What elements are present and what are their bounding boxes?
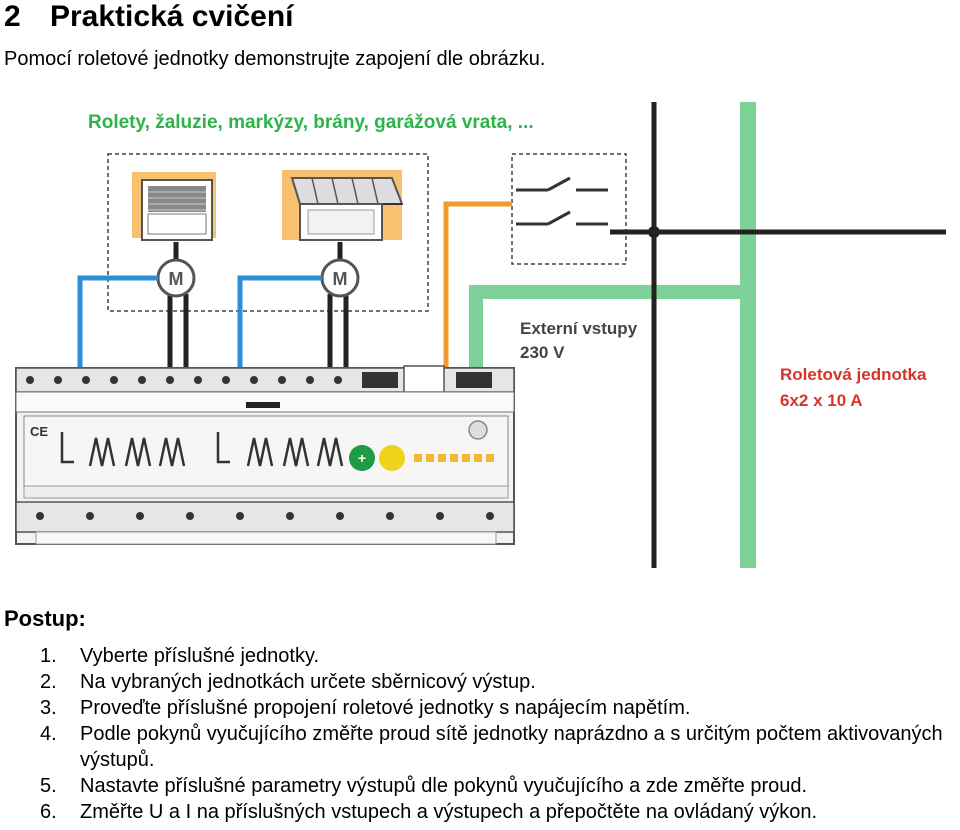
list-item: 3. Proveďte příslušné propojení roletové … bbox=[0, 695, 958, 721]
green-wires bbox=[469, 102, 756, 568]
motor-wires bbox=[167, 242, 349, 368]
procedure-heading: Postup: bbox=[4, 606, 86, 631]
yellow-button bbox=[379, 445, 405, 471]
roller-shutter-icon bbox=[132, 172, 216, 241]
section-number: 2 bbox=[4, 0, 21, 33]
green-button bbox=[349, 445, 375, 471]
motor-1-label: M bbox=[169, 269, 184, 289]
svg-text:+: + bbox=[358, 450, 366, 466]
ext-inputs-label-2: 230 V bbox=[520, 343, 565, 362]
procedure-list: 1. Vyberte příslušné jednotky. 2. Na vybra… bbox=[0, 643, 958, 825]
bus-lines bbox=[610, 102, 946, 568]
ext-inputs-label-1: Externí vstupy bbox=[520, 319, 638, 338]
step-number: 2. bbox=[40, 671, 57, 693]
step-number: 6. bbox=[40, 801, 57, 823]
awning-icon bbox=[282, 170, 404, 241]
list-item: 6. Změřte U a I na příslušných vstupech a… bbox=[0, 799, 958, 825]
roller-unit-device: CE + bbox=[15, 365, 515, 545]
switch-icon bbox=[516, 176, 608, 226]
step-text: Na vybraných jednotkách určete sběrnicov… bbox=[80, 671, 536, 693]
blue-wires bbox=[77, 275, 322, 368]
step-number: 3. bbox=[40, 697, 57, 719]
list-item: 2. Na vybraných jednotkách určete sběrnic… bbox=[0, 669, 958, 695]
motor-2-icon: M bbox=[320, 258, 360, 298]
junction-dot bbox=[648, 226, 660, 238]
step-text: Změřte U a I na příslušných vstupech a v… bbox=[80, 801, 818, 823]
devices-label: Rolety, žaluzie, markýzy, brány, garážov… bbox=[88, 112, 534, 133]
step-number: 5. bbox=[40, 775, 57, 797]
step-text: Nastavte příslušné parametry výstupů dle… bbox=[80, 775, 808, 797]
unit-label-1: Roletová jednotka bbox=[780, 365, 927, 384]
list-item: 1. Vyberte příslušné jednotky. bbox=[0, 643, 958, 669]
motor-1-icon: M bbox=[156, 258, 196, 298]
shutter-group-box bbox=[107, 153, 429, 312]
step-number: 4. bbox=[40, 723, 57, 745]
switch-box bbox=[511, 153, 627, 265]
step-text: Proveďte příslušné propojení roletové je… bbox=[80, 697, 691, 719]
step-number: 1. bbox=[40, 645, 57, 667]
list-item: 5. Nastavte příslušné parametry výstupů d… bbox=[0, 773, 958, 799]
unit-label-2: 6x2 x 10 A bbox=[780, 391, 863, 410]
ce-mark: CE bbox=[30, 424, 48, 439]
step-text: Vyberte příslušné jednotky. bbox=[80, 645, 320, 667]
wiring-diagram: Rolety, žaluzie, markýzy, brány, garážov… bbox=[15, 102, 946, 568]
intro-text: Pomocí roletové jednotky demonstrujte za… bbox=[4, 48, 546, 70]
section-heading: 2 Praktická cvičení bbox=[4, 0, 294, 34]
section-title: Praktická cvičení bbox=[50, 0, 294, 33]
step-text: Podle pokynů vyučujícího změřte proud sí… bbox=[80, 723, 943, 771]
list-item: 4. Podle pokynů vyučujícího změřte proud … bbox=[0, 721, 958, 773]
motor-2-label: M bbox=[333, 269, 348, 289]
orange-wire bbox=[443, 201, 512, 368]
